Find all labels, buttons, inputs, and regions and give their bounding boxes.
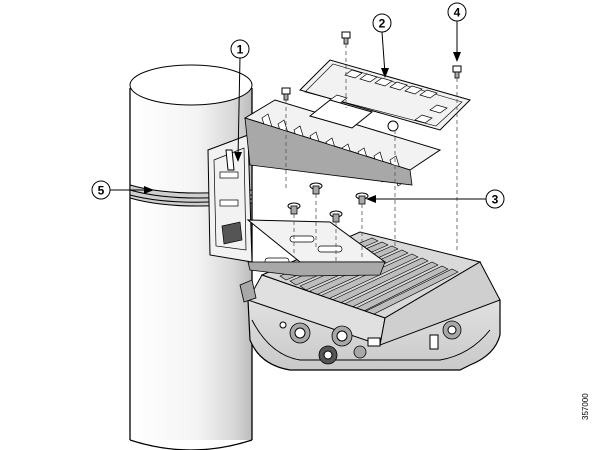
- screw-top-left: [341, 31, 351, 45]
- callout-5: 5: [91, 180, 154, 200]
- alignment-lines: [285, 44, 458, 262]
- plate-slots: [329, 69, 448, 124]
- front-connectors: [279, 320, 462, 365]
- screw-top-right: [452, 65, 462, 79]
- callout-1-label: 1: [237, 43, 244, 57]
- callout-5-label: 5: [98, 184, 105, 198]
- callout-4: 4: [447, 2, 467, 62]
- screw-mid-1: [309, 182, 323, 195]
- screw-mid-3: [287, 202, 301, 215]
- pole-mount-bracket: [207, 134, 387, 277]
- screws: [281, 31, 462, 223]
- mounting-plate: [243, 59, 471, 187]
- callout-2-label: 2: [379, 17, 386, 31]
- callout-4-label: 4: [454, 6, 461, 20]
- callout-1: 1: [230, 39, 250, 162]
- callout-3: 3: [366, 189, 505, 209]
- figure-reference-code: 357000: [581, 393, 590, 420]
- screw-mid-2: [355, 192, 369, 205]
- callout-2: 2: [372, 13, 392, 78]
- screw-mid-4: [329, 210, 343, 223]
- callout-3-label: 3: [492, 193, 499, 207]
- screw-bracket-left: [281, 87, 291, 101]
